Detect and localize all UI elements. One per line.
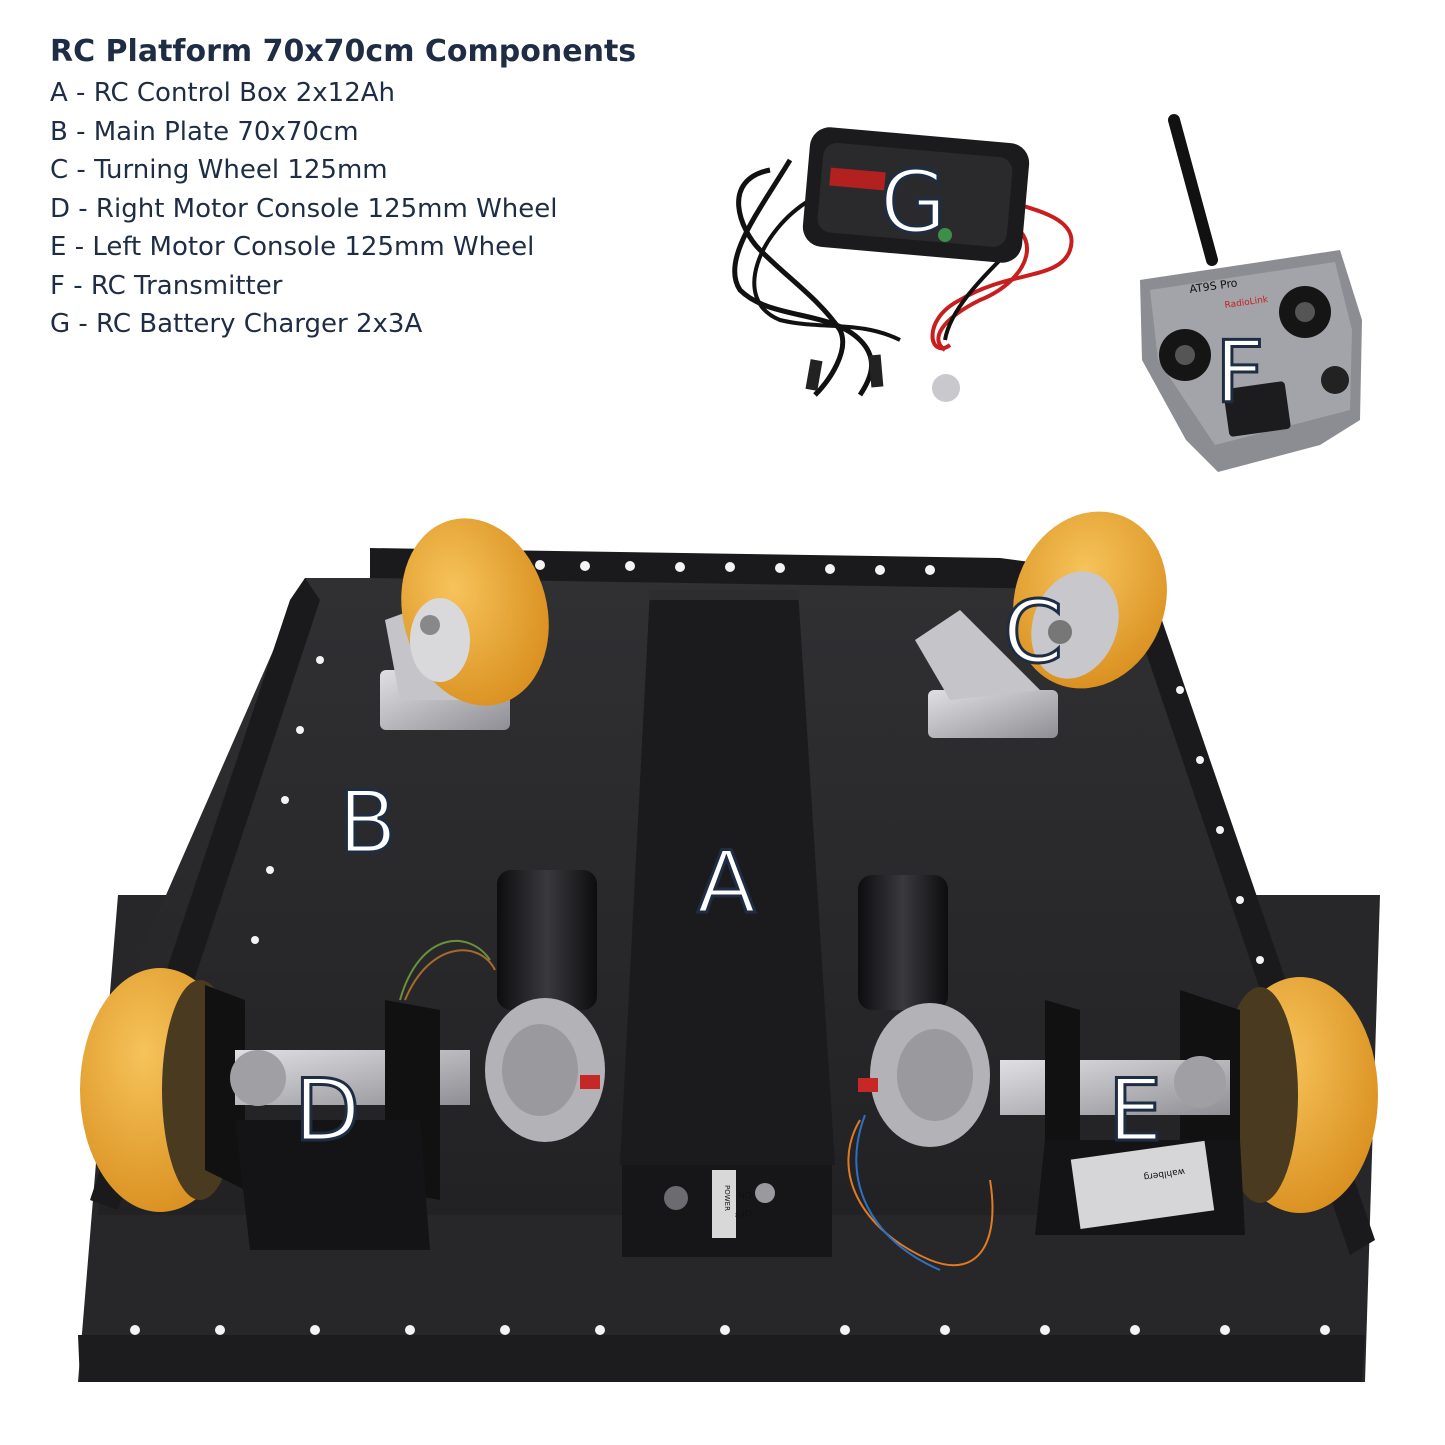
legend-item-d: D - Right Motor Console 125mm Wheel	[50, 193, 558, 224]
callout-letter-g: G	[879, 153, 949, 253]
legend-item-c: C - Turning Wheel 125mm	[50, 155, 388, 185]
legend-item-a: A - RC Control Box 2x12Ah	[50, 78, 396, 108]
callout-letter-c: C	[1001, 583, 1064, 683]
legend-item-e: E - Left Motor Console 125mm Wheel	[50, 232, 535, 262]
console-brand-text: wahlberg	[1143, 1166, 1186, 1182]
callout-letter-e: E	[1106, 1061, 1163, 1161]
callout-letter-f: F	[1213, 323, 1265, 423]
transmitter-brand-text: RadioLink	[1224, 295, 1269, 311]
callout-letter-d: D	[292, 1061, 361, 1161]
callout-letter-b: B	[337, 773, 399, 873]
callout-letter-a: A	[696, 833, 758, 933]
component-legend: RC Platform 70x70cm Components A - RC Co…	[50, 30, 636, 344]
legend-item-b: B - Main Plate 70x70cm	[50, 116, 359, 147]
box-power-label: POWER	[723, 1185, 731, 1211]
transmitter-model-text: AT9S Pro	[1189, 276, 1239, 296]
platform-image: OFF ON POWER	[78, 511, 1380, 1382]
legend-title: RC Platform 70x70cm Components	[50, 34, 637, 69]
legend-item-f: F - RC Transmitter	[50, 270, 283, 301]
box-on-label: ON	[738, 1189, 752, 1199]
legend-item-g: G - RC Battery Charger 2x3A	[50, 309, 423, 339]
box-off-label: OFF	[735, 1207, 752, 1217]
rail-holes	[130, 560, 1330, 1335]
